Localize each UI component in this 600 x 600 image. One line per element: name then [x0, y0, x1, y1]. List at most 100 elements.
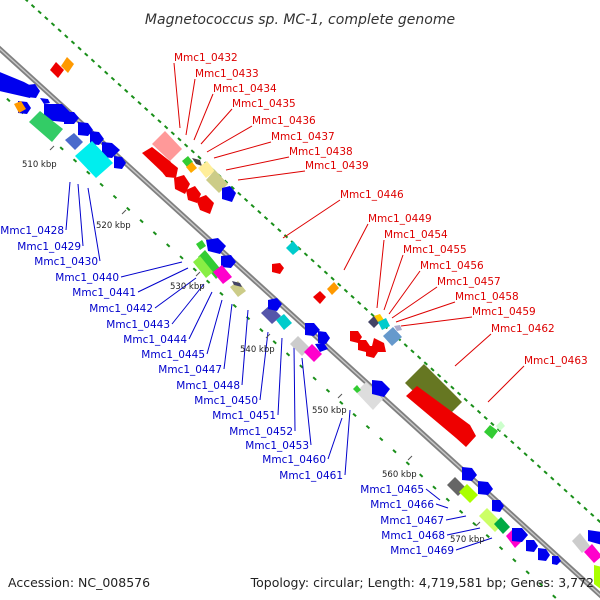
gene-feature[interactable]: [305, 323, 320, 336]
gene-feature[interactable]: [372, 380, 390, 397]
gene-feature[interactable]: [232, 281, 242, 287]
tick-dot: [30, 4, 36, 9]
gene-feature[interactable]: [50, 62, 64, 78]
tick-dot: [536, 464, 542, 469]
gene-feature[interactable]: [213, 265, 232, 284]
gene-feature[interactable]: [406, 386, 476, 447]
gene-feature[interactable]: [196, 195, 214, 214]
gene-feature[interactable]: [496, 421, 505, 431]
gene-feature[interactable]: [158, 160, 178, 178]
gene-feature[interactable]: [78, 122, 93, 136]
callout-line: [388, 270, 421, 315]
gene-feature[interactable]: [405, 364, 462, 421]
tick-dot: [170, 131, 175, 136]
callout-line: [455, 537, 493, 551]
gene-feature[interactable]: [572, 533, 590, 553]
gene-feature[interactable]: [374, 314, 384, 322]
gene-feature[interactable]: [186, 162, 197, 173]
gene-feature[interactable]: [459, 484, 478, 503]
gene-feature[interactable]: [484, 425, 498, 439]
gene-feature[interactable]: [394, 325, 402, 331]
gene-feature[interactable]: [64, 112, 79, 124]
gene-feature[interactable]: [356, 382, 383, 410]
gene-feature[interactable]: [206, 170, 228, 193]
tick-dot: [285, 352, 291, 357]
tick-dot: [310, 258, 315, 263]
callout-line: [154, 277, 197, 309]
gene-feature[interactable]: [462, 467, 477, 481]
gene-feature[interactable]: [494, 517, 510, 534]
callout-line: [171, 283, 205, 325]
gene-label-mmc1-0432: Mmc1_0432: [174, 52, 238, 64]
gene-feature[interactable]: [318, 331, 330, 344]
gene-label-mmc1-0462: Mmc1_0462: [491, 323, 555, 335]
tick-dot: [117, 82, 122, 87]
tick-dot: [272, 340, 277, 345]
gene-feature[interactable]: [221, 255, 236, 268]
gene-feature[interactable]: [512, 528, 528, 542]
gene-feature[interactable]: [196, 240, 206, 250]
callout-line: [293, 345, 296, 432]
tick-dot: [370, 312, 375, 318]
gene-feature[interactable]: [492, 500, 504, 512]
gene-feature[interactable]: [44, 104, 70, 122]
gene-feature[interactable]: [40, 98, 50, 104]
gene-feature[interactable]: [222, 186, 236, 202]
gene-feature[interactable]: [90, 131, 104, 145]
gene-label-mmc1-0444: Mmc1_0444: [123, 334, 187, 346]
gene-feature[interactable]: [65, 133, 83, 150]
gene-label-mmc1-0466: Mmc1_0466: [370, 499, 434, 511]
tick-mark: [265, 333, 271, 339]
gene-feature[interactable]: [114, 156, 126, 169]
gene-feature[interactable]: [174, 175, 190, 194]
gene-feature[interactable]: [193, 256, 213, 278]
callout-line: [200, 108, 233, 145]
tick-dot: [110, 76, 116, 81]
tick-dot: [432, 485, 437, 490]
gene-feature[interactable]: [268, 298, 282, 311]
gene-feature[interactable]: [584, 544, 600, 563]
gene-feature[interactable]: [206, 238, 226, 254]
gene-feature[interactable]: [327, 282, 339, 295]
gene-label-mmc1-0455: Mmc1_0455: [403, 244, 467, 256]
gene-feature[interactable]: [538, 548, 550, 561]
tick-dot: [152, 231, 158, 236]
gene-feature[interactable]: [304, 344, 322, 362]
tick-dot: [190, 149, 195, 154]
gene-feature[interactable]: [14, 101, 26, 113]
gene-feature[interactable]: [75, 141, 113, 178]
tick-dot: [137, 100, 142, 106]
gene-feature[interactable]: [261, 305, 281, 324]
gene-feature[interactable]: [27, 84, 40, 98]
tick-dot: [503, 434, 508, 439]
gene-feature[interactable]: [353, 385, 361, 393]
gene-feature[interactable]: [0, 70, 35, 98]
tick-dot: [416, 355, 422, 360]
gene-feature[interactable]: [383, 327, 402, 346]
gene-feature[interactable]: [286, 241, 300, 255]
gene-feature[interactable]: [102, 142, 120, 158]
tick-label: 510 kbp: [22, 160, 57, 170]
gene-feature[interactable]: [478, 481, 493, 495]
gene-feature[interactable]: [526, 540, 538, 552]
callout-line: [277, 337, 283, 416]
gene-feature[interactable]: [552, 556, 561, 565]
gene-feature[interactable]: [192, 158, 202, 166]
callout-line: [137, 267, 189, 293]
gene-feature[interactable]: [198, 161, 215, 178]
gene-feature[interactable]: [594, 565, 600, 590]
gene-feature[interactable]: [315, 343, 328, 352]
callout-line: [376, 239, 385, 309]
gene-feature[interactable]: [29, 111, 63, 142]
gene-feature[interactable]: [378, 318, 390, 330]
gene-feature[interactable]: [588, 530, 600, 545]
tick-dot: [219, 291, 224, 296]
gene-feature[interactable]: [372, 338, 386, 352]
callout-line: [120, 261, 183, 278]
gene-feature[interactable]: [61, 57, 74, 73]
gene-feature[interactable]: [272, 263, 284, 274]
gene-feature[interactable]: [152, 131, 182, 161]
gene-feature[interactable]: [276, 314, 292, 330]
gene-feature[interactable]: [313, 291, 326, 304]
callout-line: [395, 301, 456, 323]
